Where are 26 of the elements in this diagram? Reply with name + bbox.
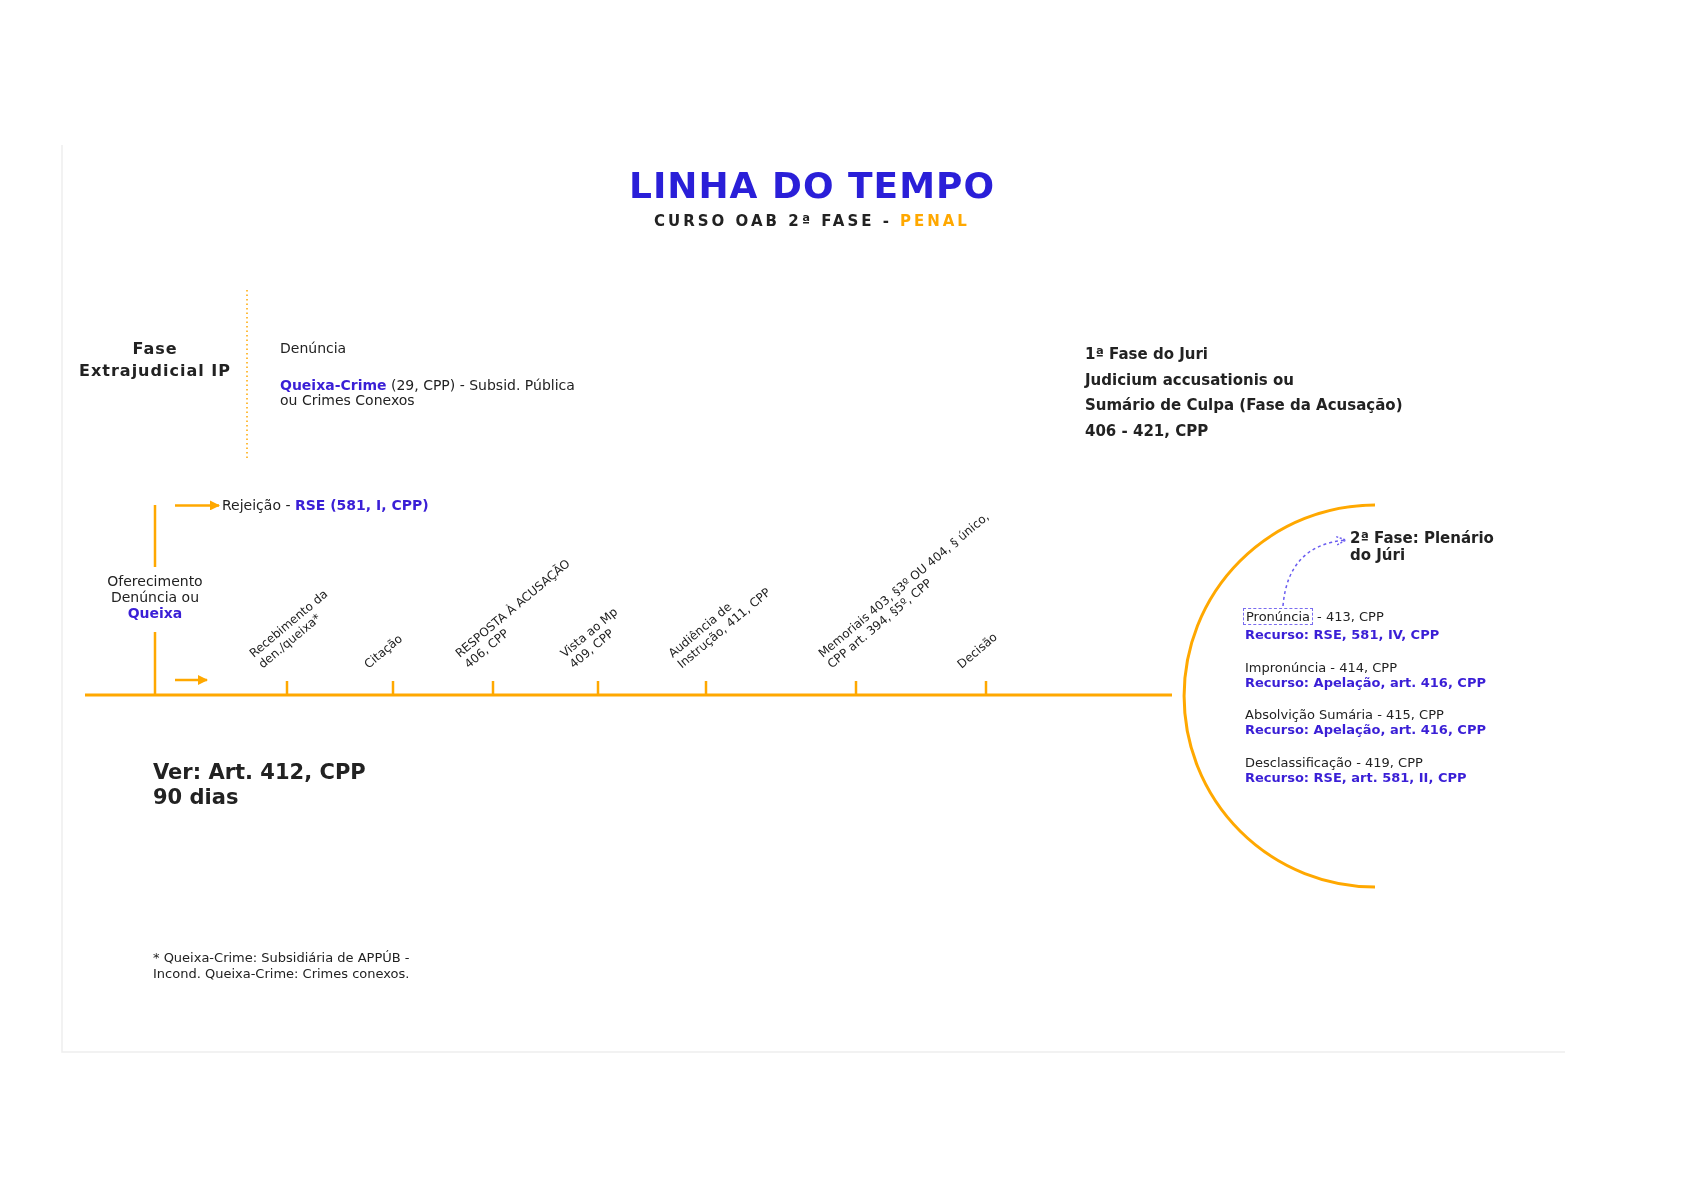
label-text: Queixa-Crime (29, CPP) - Subsid. Pública ou Crimes Conexos [280, 378, 576, 409]
phase-heading: Fase Extrajudicial IP [78, 338, 232, 383]
subtitle: CURSO OAB 2ª FASE - [654, 212, 892, 230]
title: LINHA DO TEMPO [628, 165, 996, 206]
branch-text: Rejeição - RSE (581, I, CPP) [222, 497, 429, 514]
label-text: - 413, CPP [1317, 609, 1384, 624]
label-text: Oferecimento Denúncia ou Queixa [106, 573, 204, 622]
label-text: Absolvição Sumária - 415, CPP [1245, 707, 1444, 723]
phase-heading: 2ª Fase: Plenário do Júri [1350, 530, 1500, 565]
appeal-text: Recurso: Apelação, art. 416, CPP [1245, 675, 1486, 691]
appeal-text: Recurso: RSE, art. 581, II, CPP [1245, 770, 1467, 786]
label-text: Denúncia [280, 340, 347, 357]
heading-text: 1ª Fase do Juri [1085, 345, 1208, 363]
label-text: Impronúncia - 414, CPP [1245, 660, 1397, 676]
heading-text: Judicium accusationis ou [1085, 371, 1294, 389]
note-text: Ver: Art. 412, CPP 90 dias [153, 760, 367, 811]
heading-text: 406 - 421, CPP [1085, 422, 1209, 440]
heading-text: Sumário de Culpa (Fase da Acusação) [1085, 396, 1403, 414]
appeal-text: Recurso: Apelação, art. 416, CPP [1245, 722, 1486, 738]
subtitle-highlight: PENAL [899, 212, 970, 230]
footnote: * Queixa-Crime: Subsidiária de APPÚB - Incond. Queixa-Crime: Crimes conexos. [153, 950, 411, 982]
arrow [175, 500, 220, 511]
highlighted-text: Pronúncia [1243, 608, 1314, 625]
appeal-text: Recurso: RSE, 581, IV, CPP [1245, 627, 1440, 643]
label-text: Desclassificação - 419, CPP [1245, 755, 1423, 771]
arrow [1282, 536, 1347, 607]
